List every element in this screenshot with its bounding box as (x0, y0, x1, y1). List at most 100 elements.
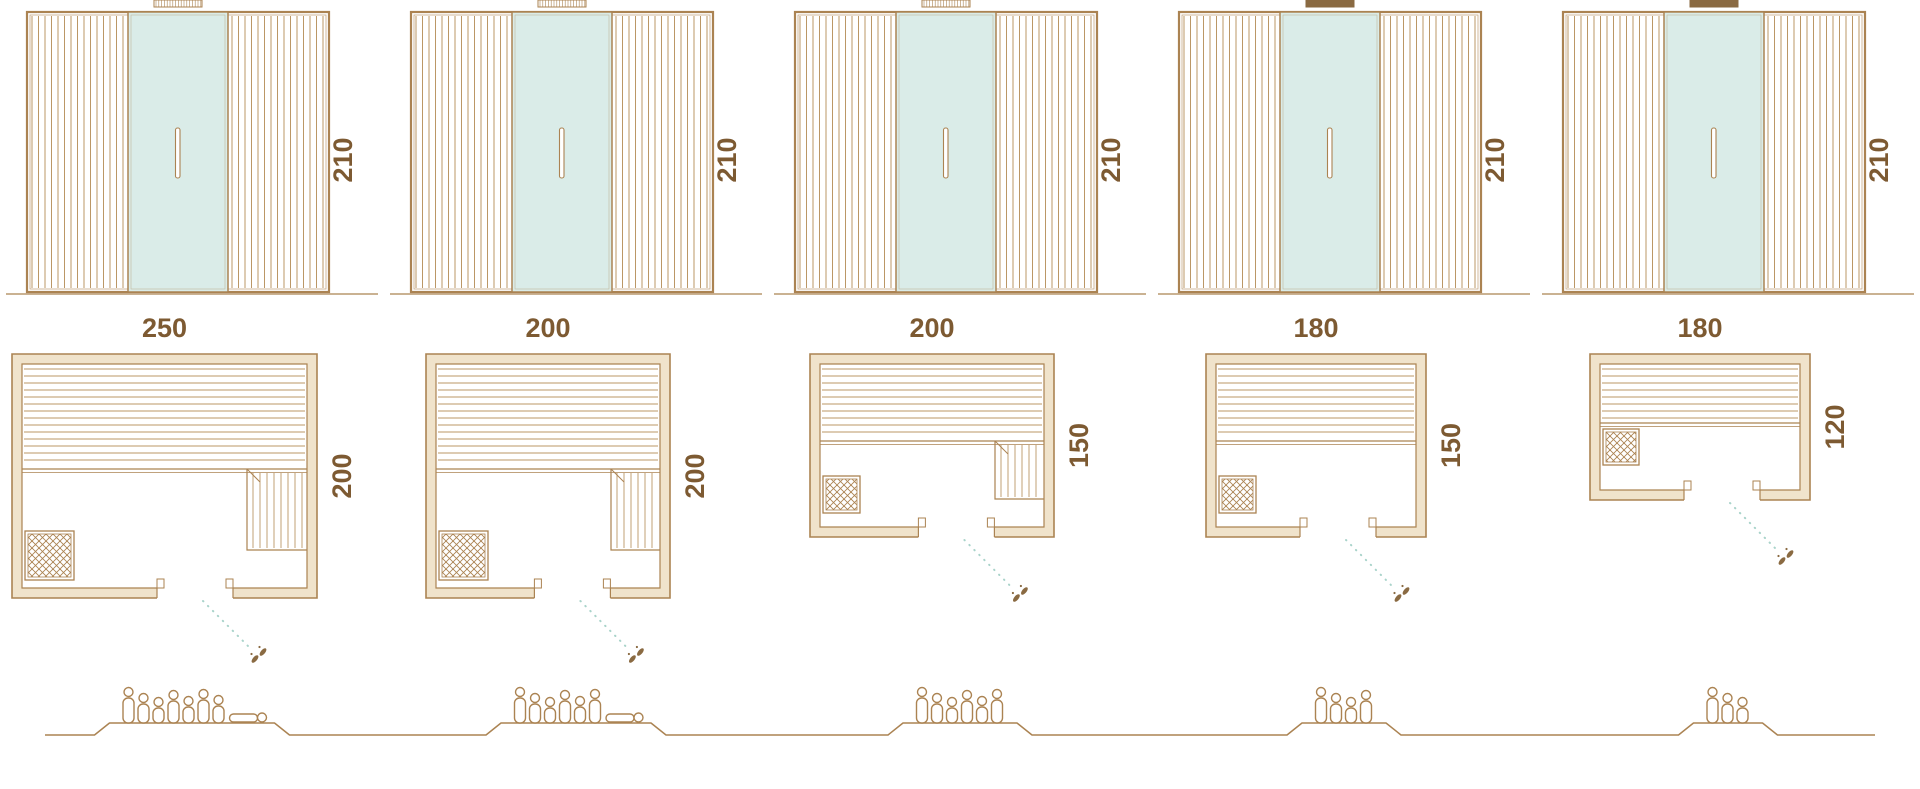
height-label: 210 (1864, 137, 1894, 182)
person-icon (137, 692, 150, 724)
model-column-4: 210 180 150 (1152, 0, 1536, 682)
side-bench (610, 468, 660, 551)
person-icon (543, 696, 557, 724)
width-label: 200 (909, 313, 954, 343)
door-swing-line (201, 600, 250, 648)
depth-label: 150 (1436, 423, 1466, 468)
back-bench (1600, 368, 1800, 427)
side-bench (994, 440, 1044, 500)
model-column-3: 210 200 150 (768, 0, 1152, 682)
cabin-walls (10, 353, 318, 599)
wall-slats (799, 16, 1092, 288)
person-icon (513, 686, 527, 724)
elevation-view-2: 210 (390, 0, 762, 295)
lying-person-icon (605, 712, 644, 723)
heater-icon (438, 530, 489, 581)
person-icon (915, 686, 929, 724)
person-icon (558, 689, 572, 724)
elevation-view-3: 210 (774, 0, 1146, 295)
people-group-4 (1314, 686, 1373, 724)
person-icon (212, 694, 225, 724)
person-icon (975, 695, 989, 724)
people-group-1 (122, 686, 268, 724)
roof-strip (1305, 0, 1355, 8)
door-handle-icon (558, 127, 565, 179)
wall-slats (415, 16, 708, 288)
plan-view-4: 180 150 (1205, 313, 1466, 602)
person-icon (1721, 692, 1734, 724)
model-column-2: 210 200 200 (384, 0, 768, 682)
door-swing-line (963, 539, 1012, 587)
person-icon (573, 695, 587, 724)
heater-icon (822, 475, 861, 514)
person-icon (1736, 696, 1749, 724)
person-icon (960, 689, 974, 724)
capacity-row (45, 686, 1875, 736)
cabin-walls (425, 353, 671, 599)
back-bench (436, 368, 660, 473)
person-icon (528, 692, 542, 724)
side-bench (245, 468, 307, 551)
roof-strip (153, 0, 203, 8)
cabin-walls (1589, 353, 1811, 501)
door-swing-line (1729, 502, 1777, 550)
lying-person-icon (228, 712, 268, 723)
ground-profile-line (45, 722, 1875, 736)
person-icon (122, 686, 135, 724)
person-icon (1359, 689, 1373, 724)
person-icon (930, 692, 944, 724)
wall-slats (1183, 16, 1476, 288)
person-icon (1329, 692, 1343, 724)
wall-slats (31, 16, 324, 288)
width-label: 180 (1677, 313, 1722, 343)
door-handle-icon (942, 127, 949, 179)
model-column-5: 210 180 120 (1536, 0, 1920, 682)
door-handle-icon (1710, 127, 1717, 179)
height-label: 210 (1480, 137, 1510, 182)
door-handle-icon (174, 127, 181, 179)
plan-view-3: 200 150 (809, 313, 1094, 602)
cabin-walls (1205, 353, 1427, 538)
width-label: 180 (1293, 313, 1338, 343)
footprints-icon (627, 645, 644, 663)
back-bench (21, 368, 307, 473)
person-icon (990, 688, 1004, 724)
width-label: 250 (141, 313, 186, 343)
cabin-walls (809, 353, 1055, 538)
glass-door (1663, 11, 1765, 293)
person-icon (945, 696, 959, 724)
wall-slats (1567, 16, 1860, 288)
model-column-1: 210 250 200 (0, 0, 384, 682)
person-icon (167, 689, 180, 724)
depth-label: 150 (1064, 423, 1094, 468)
roof-strip (1689, 0, 1739, 8)
height-label: 210 (328, 137, 358, 182)
footprints-icon (1393, 584, 1410, 602)
heater-icon (1602, 428, 1640, 466)
door-handle-icon (1326, 127, 1333, 179)
depth-label: 120 (1820, 404, 1850, 449)
model-columns: 210 250 200 210 200 200 210 200 150 210 180 150 210 1… (0, 0, 1920, 682)
footprints-icon (249, 645, 266, 663)
people-group-2 (513, 686, 644, 724)
heater-icon (23, 530, 75, 581)
depth-label: 200 (680, 453, 710, 498)
door-swing-line (579, 600, 628, 648)
person-icon (1706, 686, 1719, 724)
height-label: 210 (1096, 137, 1126, 182)
roof-strip (537, 0, 587, 8)
elevation-view-4: 210 (1158, 0, 1530, 295)
elevation-view-1: 210 (6, 0, 378, 295)
door-swing-line (1345, 539, 1393, 587)
roof-strip (921, 0, 971, 8)
person-icon (197, 688, 210, 724)
width-label: 200 (525, 313, 570, 343)
people-group-5 (1706, 686, 1749, 724)
back-bench (820, 368, 1044, 445)
back-bench (1216, 368, 1416, 445)
person-icon (588, 688, 602, 724)
depth-label: 200 (327, 453, 357, 498)
elevation-view-5: 210 (1542, 0, 1914, 295)
footprints-icon (1011, 584, 1028, 602)
